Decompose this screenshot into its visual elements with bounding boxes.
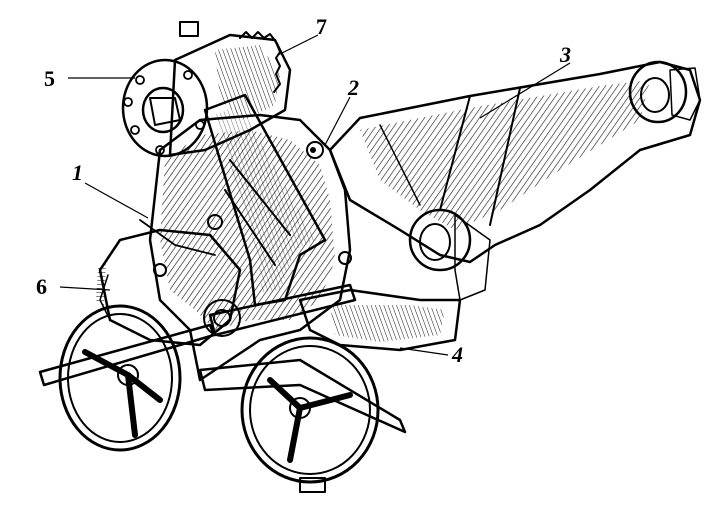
left-handwheel [58,304,182,452]
gearbox-body [148,93,352,382]
callout-4: 4 [451,342,463,367]
callout-2: 2 [347,75,359,100]
callout-6: 6 [36,274,47,299]
lower-housing [298,288,462,352]
callout-3: 3 [559,42,571,67]
callout-labels: 1 2 3 4 5 6 7 [36,14,571,367]
callout-5: 5 [44,66,55,91]
callout-7: 7 [316,14,327,39]
right-handwheel [240,336,380,493]
side-cover [96,219,242,347]
handwheel-assembly [38,283,407,493]
support-arm [328,60,702,301]
leader-lines [59,34,571,356]
callout-1: 1 [72,160,83,185]
reducer [121,21,292,158]
